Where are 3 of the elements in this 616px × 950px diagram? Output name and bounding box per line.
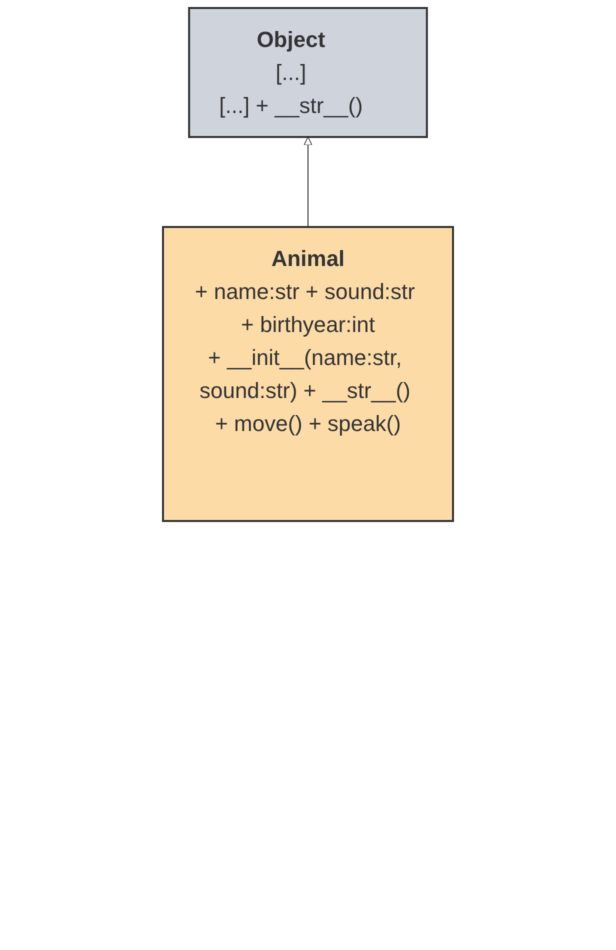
class-box: Animal + name:str + sound:str + birthyear:int + __init__(name:str, sound:str) + __str__() + move() + speak() (162, 226, 454, 522)
inheritance-arrow (304, 136, 312, 228)
class-box: Object [...] [...] + __str__() (188, 7, 428, 138)
